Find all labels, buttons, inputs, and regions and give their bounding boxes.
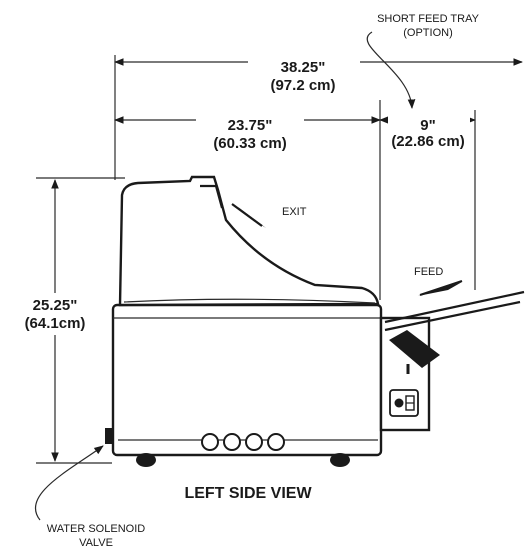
body-length-dimension: 23.75" (60.33 cm): [114, 112, 381, 154]
height-cm: (64.1cm): [25, 315, 86, 332]
short-feed-tray-label: SHORT FEED TRAY: [377, 13, 480, 25]
tray-length-dimension: 9" (22.86 cm): [379, 100, 476, 300]
view-title: LEFT SIDE VIEW: [184, 485, 312, 502]
height-inches: 25.25": [33, 297, 78, 314]
feed-guide: [389, 330, 440, 368]
exit-label: EXIT: [282, 206, 307, 218]
control-knob: [201, 433, 219, 451]
tray-length-cm: (22.86 cm): [391, 133, 464, 150]
overall-length-dimension: 38.25" (97.2 cm): [114, 52, 523, 180]
short-feed-tray-callout: SHORT FEED TRAY (OPTION): [366, 13, 480, 109]
short-feed-tray-option-label: (OPTION): [403, 27, 453, 39]
foot: [136, 453, 156, 467]
control-knob: [223, 433, 241, 451]
tray-length-inches: 9": [420, 117, 435, 134]
overall-length-inches: 38.25": [281, 59, 326, 76]
feed-tray-top: [384, 290, 525, 324]
body-length-cm: (60.33 cm): [213, 135, 286, 152]
feed-tray-assembly: [379, 290, 525, 432]
height-dimension: 25.25" (64.1cm): [16, 177, 125, 464]
foot: [330, 453, 350, 467]
body-length-inches: 23.75": [228, 117, 273, 134]
exit-callout: EXIT: [231, 203, 307, 228]
feed-callout: FEED: [414, 266, 463, 297]
lower-cabinet: [111, 303, 383, 457]
water-solenoid-label: WATER SOLENOID: [47, 523, 145, 535]
water-solenoid-valve-label: VALVE: [79, 537, 113, 548]
control-knob: [267, 433, 285, 451]
upper-cover: [118, 175, 380, 307]
overall-length-cm: (97.2 cm): [270, 77, 335, 94]
power-indicator-icon: [394, 398, 404, 408]
control-knob: [245, 433, 263, 451]
water-solenoid-valve: [105, 428, 114, 444]
feed-label: FEED: [414, 266, 443, 278]
water-solenoid-callout: WATER SOLENOID VALVE: [34, 445, 145, 549]
machine-outline: [105, 175, 383, 467]
